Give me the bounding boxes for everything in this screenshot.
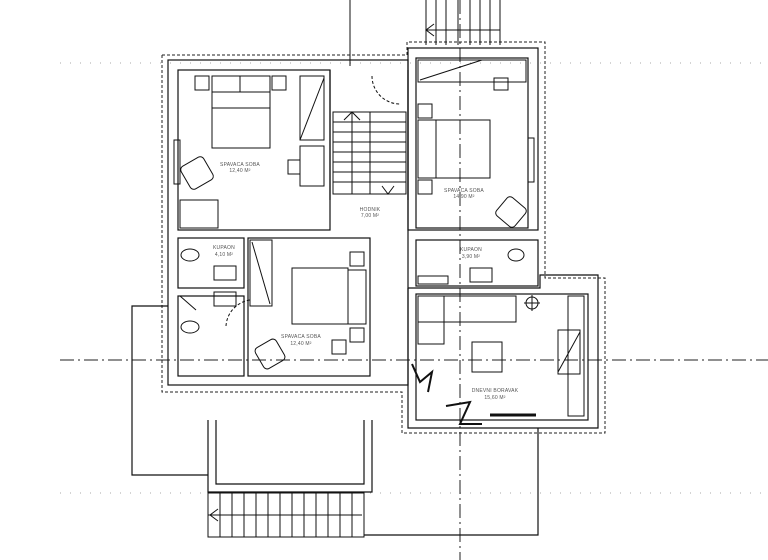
room-name-bedroom-3: SPAVACA SOBA [281, 334, 321, 340]
room-area-living-room: 15,60 M² [484, 395, 505, 401]
room-name-bedroom-1: SPAVACA SOBA [220, 162, 260, 168]
bedroom-1-furniture [173, 75, 325, 190]
room-area-bathroom-2: 3,90 M² [462, 254, 480, 260]
walls [167, 47, 599, 429]
bottom-stairs [207, 492, 365, 538]
center-axes [60, 0, 768, 560]
bathroom-1-fixtures [179, 199, 237, 334]
bedroom-3-furniture [225, 239, 367, 370]
room-labels: SPAVACA SOBA 12,40 M² SPAVACA SOBA 14,90… [213, 162, 519, 401]
room-name-hallway: HODNIK [360, 207, 381, 213]
room-area-hallway: 7,00 M² [361, 213, 379, 219]
room-area-bedroom-2: 14,90 M² [453, 194, 474, 200]
bedroom-2-furniture [417, 59, 535, 228]
terrace [131, 305, 539, 536]
room-area-bedroom-3: 12,40 M² [290, 341, 311, 347]
grid-lines [60, 62, 768, 494]
room-area-bedroom-1: 12,40 M² [229, 168, 250, 174]
room-name-bathroom-1: KUPAON [213, 245, 235, 251]
top-stairs [349, 0, 501, 66]
room-name-bathroom-2: KUPAON [460, 247, 482, 253]
bathroom-2-fixtures [417, 248, 525, 285]
room-name-bedroom-2: SPAVACA SOBA [444, 188, 484, 194]
roof-outline [161, 41, 606, 434]
room-name-living-room: DNEVNI BORAVAK [472, 388, 519, 394]
living-room-furniture [411, 295, 585, 425]
interior-stairs [332, 75, 407, 195]
room-area-bathroom-1: 4,10 M² [215, 252, 233, 258]
